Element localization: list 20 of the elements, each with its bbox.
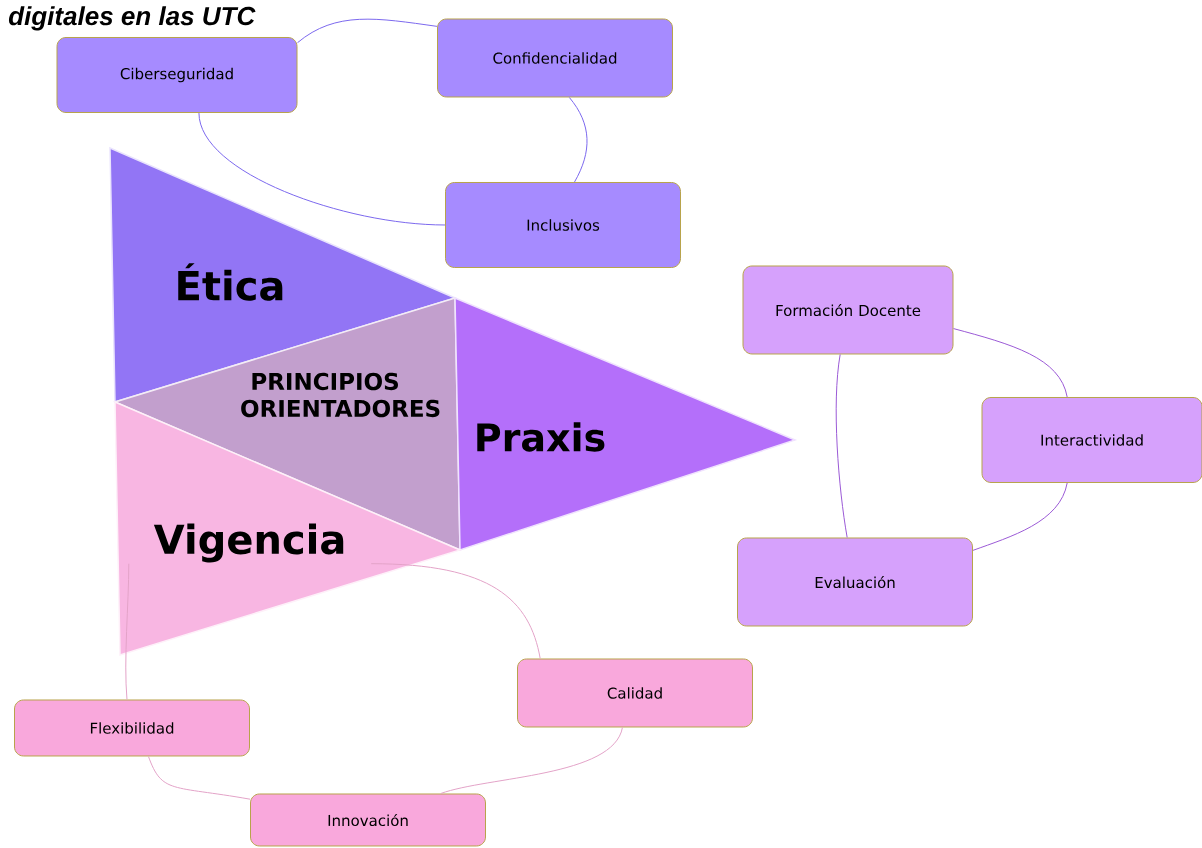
- process-box: Inclusivos: [445, 182, 681, 268]
- connector-arc: [370, 563, 541, 659]
- connector-arc: [440, 727, 623, 794]
- process-box: Flexibilidad: [14, 699, 250, 757]
- title: digitales en las UTC: [8, 6, 256, 31]
- process-box: Confidencialidad: [437, 18, 673, 98]
- connector-arc: [972, 482, 1068, 551]
- process-box: Interactividad: [981, 397, 1202, 483]
- process-box: Ciberseguridad: [56, 37, 298, 113]
- connector-arc: [147, 756, 251, 800]
- connector-arc: [568, 97, 588, 183]
- connector-arc: [297, 18, 438, 44]
- process-box: Innovación: [250, 793, 486, 847]
- connector-arc: [835, 354, 848, 538]
- connector-arc: [125, 563, 130, 700]
- process-box: Evaluación: [737, 537, 973, 627]
- process-box: Formación Docente: [742, 265, 954, 355]
- connector-arc: [953, 328, 1068, 398]
- connector-arc: [198, 112, 446, 226]
- process-box: Calidad: [517, 658, 753, 728]
